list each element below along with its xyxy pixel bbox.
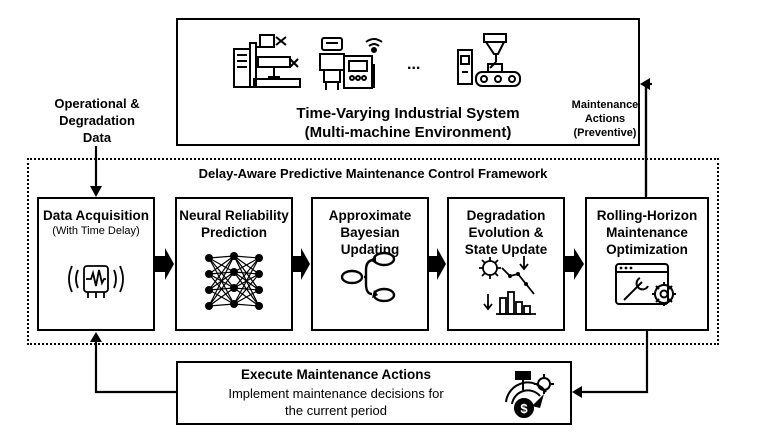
production-line-icon — [457, 33, 521, 87]
ellipsis: ... — [407, 56, 421, 73]
maintenance-label-line2: Actions — [584, 113, 626, 125]
system-title-line1: Time-Varying Industrial System — [296, 105, 520, 122]
module-title-line1: Rolling-Horizon — [596, 208, 698, 223]
system-title-line2: (Multi-machine Environment) — [304, 124, 512, 141]
module-title-line1: Neural Reliability — [179, 208, 289, 223]
maintenance-actions-label: Maintenance Actions (Preventive) — [563, 98, 647, 140]
module-data-acquisition: Data Acquisition (With Time Delay) — [37, 197, 155, 331]
module-title-line2: Prediction — [200, 225, 267, 240]
input-data-label: Operational & Degradation Data — [36, 95, 158, 146]
execute-line2: the current period — [285, 403, 387, 418]
module-rolling-horizon: Rolling-Horizon Maintenance Optimization — [585, 197, 709, 331]
module-title-line3: Optimization — [606, 242, 688, 257]
svg-text:$: $ — [520, 401, 528, 416]
input-label-line1: Operational & — [54, 96, 140, 111]
maintenance-label-line1: Maintenance — [571, 99, 639, 111]
module-title-line2: Maintenance — [606, 225, 688, 240]
module-title-line3: State Update — [464, 242, 548, 257]
execute-title: Execute Maintenance Actions — [240, 367, 432, 382]
execute-description: Implement maintenance decisions for the … — [176, 385, 496, 419]
maintenance-cost-icon: $ — [505, 371, 554, 418]
module-title-line1: Approximate — [328, 208, 412, 223]
input-label-line3: Data — [82, 130, 112, 145]
framework-boundary — [27, 158, 719, 345]
sensor-signal-icon — [68, 265, 124, 298]
module-neural-reliability: Neural Reliability Prediction — [175, 197, 293, 331]
machine-tool-icon — [233, 34, 301, 88]
input-label-line2: Degradation — [59, 113, 135, 128]
module-subtitle: (With Time Delay) — [52, 225, 140, 237]
module-title-line1: Degradation — [466, 208, 546, 223]
framework-title: Delay-Aware Predictive Maintenance Contr… — [198, 166, 548, 181]
module-title-line2: Evolution & — [468, 225, 544, 240]
module-title-line1: Data Acquisition — [42, 208, 149, 223]
system-title: Time-Varying Industrial System (Multi-ma… — [176, 104, 640, 142]
maintenance-label-line3: (Preventive) — [573, 127, 637, 139]
degradation-chart-icon — [479, 256, 536, 315]
optimization-settings-icon — [615, 263, 676, 306]
neural-network-icon — [205, 252, 263, 310]
control-panel-machine-icon — [319, 37, 383, 90]
bayesian-update-icon — [340, 251, 396, 303]
execute-line1: Implement maintenance decisions for — [228, 386, 444, 401]
execute-actions-box — [176, 361, 572, 425]
module-bayesian-updating: Approximate Bayesian Updating — [311, 197, 429, 331]
